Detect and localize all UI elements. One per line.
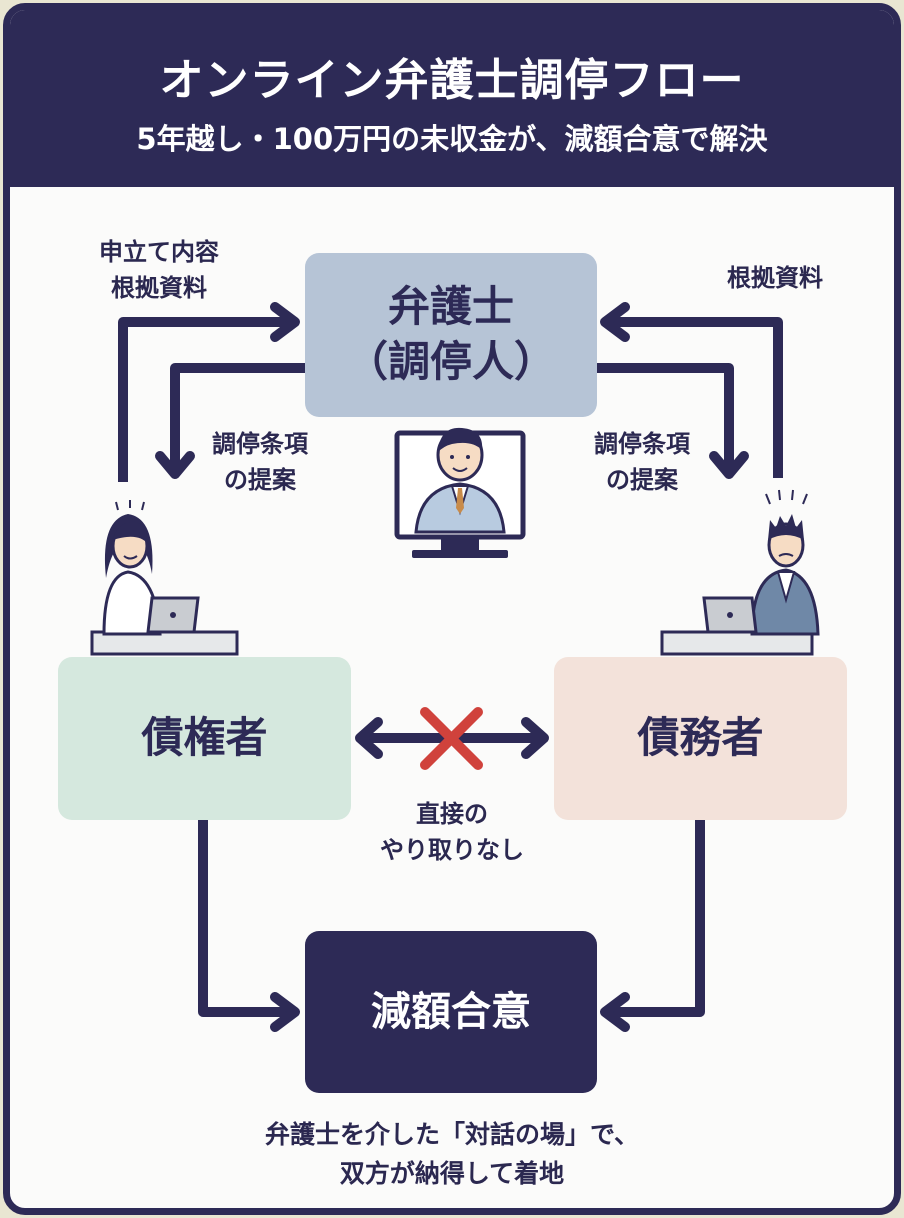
no-direct-line1: 直接の: [416, 800, 488, 828]
arrowhead-debtor-to-lawyer: [600, 302, 630, 342]
arrow-creditor-to-result: [198, 820, 288, 1017]
debtor-box: 債務者: [554, 657, 847, 820]
proposal-right-line2: の提案: [606, 466, 678, 494]
arrowhead-lawyer-to-creditor: [155, 451, 195, 479]
arrowhead-creditor-to-result: [270, 992, 300, 1032]
proposal-right-line1: 調停条項: [594, 430, 690, 458]
proposal-right-label: 調停条項 の提案: [582, 426, 702, 498]
creditor-submission-line2: 根拠資料: [111, 274, 207, 302]
settlement-label: 減額合意: [371, 989, 531, 1035]
creditor-submission-line1: 申立て内容: [99, 238, 219, 266]
debtor-label: 債務者: [637, 713, 764, 763]
creditor-illustration: [90, 500, 239, 656]
arrow-lawyer-to-debtor: [597, 363, 734, 466]
proposal-left-line1: 調停条項: [212, 430, 308, 458]
arrow-lawyer-to-creditor: [170, 363, 305, 466]
header-band: オンライン弁護士調停フロー 5年越し・100万円の未収金が、減額合意で解決: [10, 10, 894, 187]
debtor-illustration: [660, 489, 820, 656]
arrowhead-debtor-to-result: [600, 992, 630, 1032]
monitor-lawyer-illustration: [394, 427, 526, 558]
proposal-left-label: 調停条項 の提案: [200, 426, 320, 498]
arrow-debtor-to-lawyer: [612, 317, 783, 478]
settlement-box: 減額合意: [305, 931, 597, 1093]
no-direct-contact-label: 直接の やり取りなし: [352, 796, 552, 868]
debtor-submission-label: 根拠資料: [727, 264, 823, 292]
proposal-left-line2: の提案: [224, 466, 296, 494]
lawyer-mediator-box: 弁護士 （調停人）: [305, 253, 597, 417]
arrowhead-debtor-side: [521, 717, 549, 759]
footer-note: 弁護士を介した「対話の場」で、 双方が納得して着地: [150, 1116, 754, 1194]
arrowhead-creditor-to-lawyer: [270, 302, 300, 342]
page-title: オンライン弁護士調停フロー: [159, 55, 745, 106]
lawyer-label: 弁護士: [387, 282, 514, 332]
creditor-box: 債権者: [58, 657, 351, 820]
footer-line2: 双方が納得して着地: [339, 1158, 565, 1188]
footer-line1: 弁護士を介した「対話の場」で、: [264, 1120, 639, 1149]
creditor-label: 債権者: [141, 713, 268, 763]
arrow-debtor-to-result: [612, 820, 705, 1017]
arrowhead-creditor-side: [355, 717, 383, 759]
page-subtitle: 5年越し・100万円の未収金が、減額合意で解決: [136, 122, 768, 156]
creditor-submission-label: 申立て内容 根拠資料: [74, 234, 244, 306]
no-direct-line2: やり取りなし: [380, 836, 524, 864]
arrowhead-lawyer-to-debtor: [709, 451, 749, 479]
arrow-creditor-to-lawyer: [118, 317, 288, 482]
no-contact-cross: [420, 707, 483, 770]
mediator-label: （調停人）: [345, 337, 556, 386]
